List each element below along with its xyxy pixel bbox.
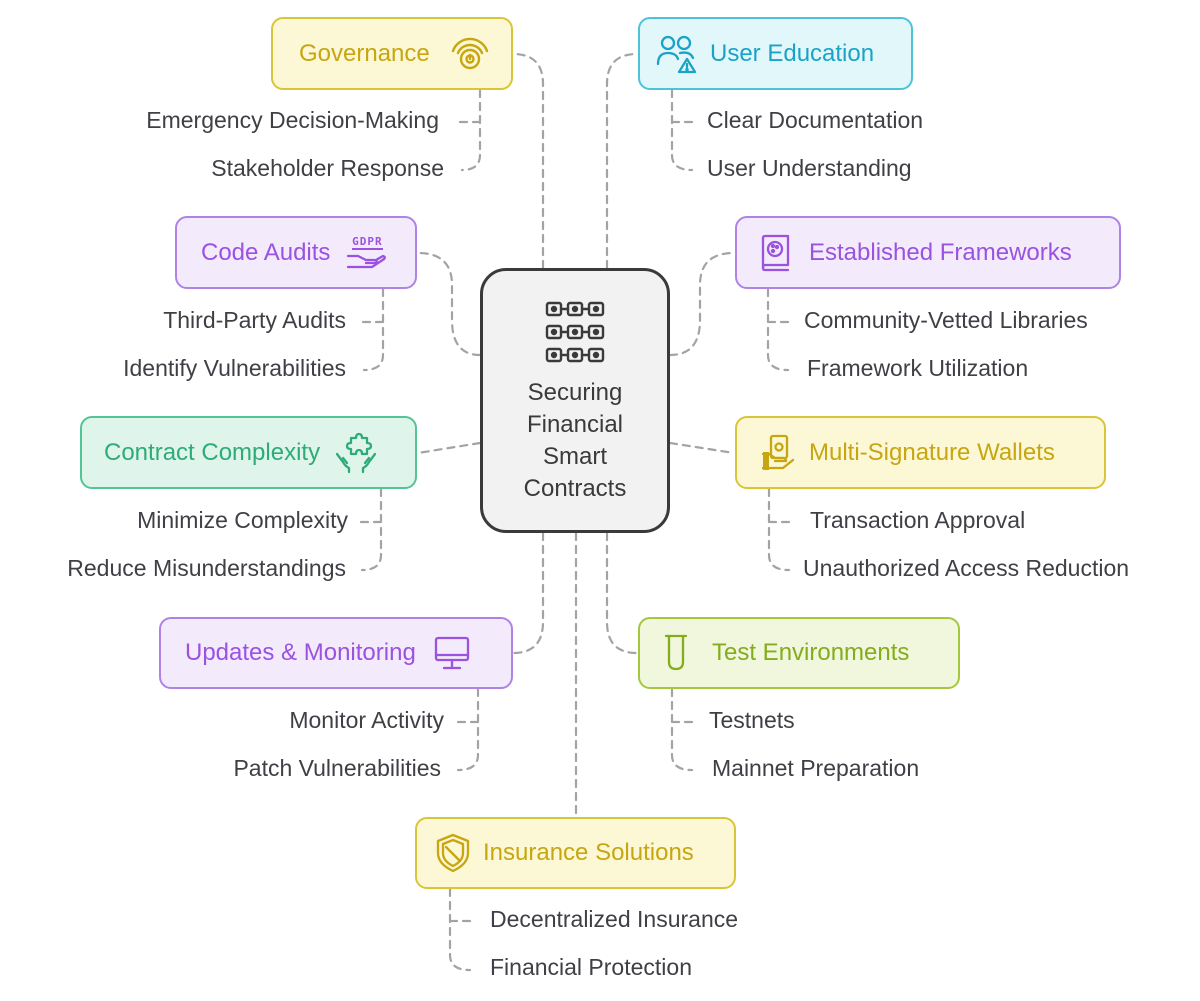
sub-item: Reduce Misunderstandings bbox=[67, 555, 346, 581]
center-title: Securing Financial Smart Contracts bbox=[523, 379, 627, 502]
subconnector-code-audits bbox=[360, 287, 385, 372]
branch-insurance-solutions: Insurance Solutions bbox=[415, 817, 736, 889]
sub-item: Unauthorized Access Reduction bbox=[803, 555, 1130, 581]
branch-governance: Governance bbox=[271, 17, 513, 90]
test-tube-icon bbox=[664, 634, 688, 672]
sub-item: Financial Protection bbox=[490, 954, 692, 980]
branch-test-environments: Test Environments bbox=[638, 617, 960, 689]
connector-updates bbox=[511, 531, 545, 655]
connector-multisig bbox=[668, 441, 736, 455]
sub-item: Decentralized Insurance bbox=[490, 906, 739, 932]
blockchain-grid-icon bbox=[545, 301, 605, 363]
sub-item: Testnets bbox=[709, 707, 795, 733]
subconnector-frameworks bbox=[766, 287, 792, 372]
sub-item: Transaction Approval bbox=[810, 507, 1026, 533]
sub-item: Monitor Activity bbox=[289, 707, 444, 733]
branch-code-audits: Code Audits GDPR bbox=[175, 216, 417, 289]
sub-item: Clear Documentation bbox=[707, 107, 924, 133]
shield-icon bbox=[435, 833, 471, 873]
puzzle-hands-icon bbox=[334, 432, 378, 474]
sub-item: Identify Vulnerabilities bbox=[123, 355, 346, 381]
sub-item: Stakeholder Response bbox=[211, 155, 444, 181]
branch-label: Multi-Signature Wallets bbox=[809, 438, 1055, 466]
sub-item: Patch Vulnerabilities bbox=[233, 755, 441, 781]
subconnector-insurance bbox=[448, 887, 474, 972]
sub-item: User Understanding bbox=[707, 155, 912, 181]
gdpr-icon-text: GDPR bbox=[352, 235, 383, 250]
branch-label: Test Environments bbox=[712, 639, 910, 666]
subconnector-updates bbox=[454, 687, 480, 772]
sub-item: Emergency Decision-Making bbox=[146, 107, 439, 133]
branch-user-education: User Education bbox=[638, 17, 913, 90]
connector-governance bbox=[511, 52, 545, 270]
sub-item: Mainnet Preparation bbox=[712, 755, 920, 781]
branch-label: Updates & Monitoring bbox=[185, 639, 416, 666]
branch-label: User Education bbox=[710, 39, 875, 67]
connector-test-env bbox=[605, 531, 639, 655]
sub-item: Framework Utilization bbox=[807, 355, 1029, 381]
center-node: Securing Financial Smart Contracts bbox=[480, 268, 670, 533]
sub-item: Minimize Complexity bbox=[137, 507, 348, 533]
branch-label: Insurance Solutions bbox=[483, 839, 694, 866]
branch-contract-complexity: Contract Complexity bbox=[80, 416, 417, 489]
connector-contract-complexity bbox=[416, 441, 482, 455]
branch-label: Governance bbox=[299, 39, 430, 67]
subconnector-multisig bbox=[767, 487, 793, 572]
users-warning-icon bbox=[656, 34, 698, 74]
connector-user-education bbox=[605, 52, 639, 270]
subconnector-complexity bbox=[358, 487, 383, 572]
subconnector-governance bbox=[456, 88, 482, 172]
branch-established-frameworks: Established Frameworks bbox=[735, 216, 1121, 289]
money-hand-icon bbox=[761, 434, 795, 472]
subconnector-test-env bbox=[670, 687, 696, 772]
monitor-icon bbox=[434, 635, 470, 671]
connector-code-audits bbox=[416, 251, 482, 357]
branch-updates-monitoring: Updates & Monitoring bbox=[159, 617, 513, 689]
branch-label: Code Audits bbox=[201, 238, 331, 266]
sub-item: Community-Vetted Libraries bbox=[804, 307, 1088, 333]
branch-label: Established Frameworks bbox=[809, 238, 1072, 266]
branch-label: Contract Complexity bbox=[104, 438, 321, 466]
subconnector-user-education bbox=[670, 88, 696, 172]
branch-multisig-wallets: Multi-Signature Wallets bbox=[735, 416, 1106, 489]
sub-item: Third-Party Audits bbox=[163, 307, 346, 333]
connector-established-frameworks bbox=[668, 251, 736, 357]
palette-book-icon bbox=[759, 234, 791, 272]
alarm-icon bbox=[448, 32, 492, 76]
gdpr-hand-icon: GDPR bbox=[346, 235, 388, 270]
